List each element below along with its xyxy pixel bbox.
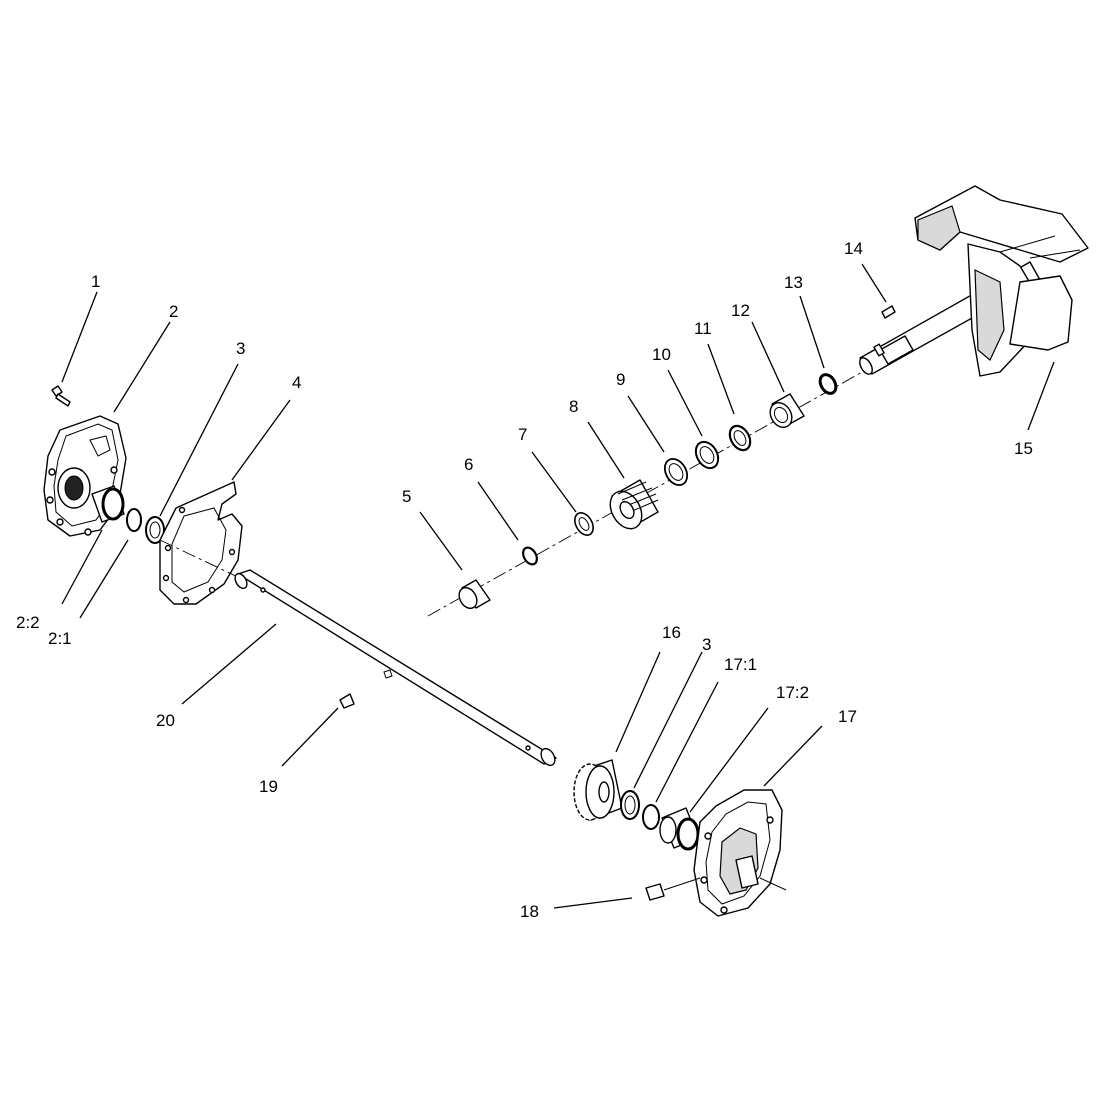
callout-2: 2 xyxy=(169,302,178,321)
part-9-washer xyxy=(663,457,689,487)
part-4-gasket xyxy=(159,481,243,605)
part-16-gear xyxy=(573,759,623,821)
callout-labels: 1 2 3 4 5 6 7 8 9 10 11 12 13 14 15 2:2 … xyxy=(16,239,1033,921)
part-2-2-bushing xyxy=(91,485,125,523)
part-20-shaft xyxy=(234,569,557,767)
callout-17-2: 17:2 xyxy=(776,683,809,702)
callout-4: 4 xyxy=(292,373,301,392)
part-10-washer xyxy=(694,440,720,470)
part-7-washer xyxy=(574,512,594,536)
callout-17: 17 xyxy=(838,707,857,726)
part-17-1-washer xyxy=(642,804,660,830)
callout-19: 19 xyxy=(259,777,278,796)
callout-18: 18 xyxy=(520,902,539,921)
part-17-2-bushing xyxy=(659,807,700,851)
part-2-1-washer xyxy=(126,508,142,532)
callout-12: 12 xyxy=(731,301,750,320)
part-17-housing xyxy=(693,789,787,917)
callout-13: 13 xyxy=(784,273,803,292)
part-3-washer-left xyxy=(145,516,165,544)
part-19-key xyxy=(339,693,355,709)
right-housing-assembly xyxy=(573,759,787,917)
callout-3-left: 3 xyxy=(236,339,245,358)
part-5-bushing xyxy=(458,579,491,610)
callout-3-right: 3 xyxy=(702,635,711,654)
part-11-washer xyxy=(728,424,752,452)
part-18-plug xyxy=(645,877,701,901)
callout-17-1: 17:1 xyxy=(724,655,757,674)
callout-9: 9 xyxy=(616,370,625,389)
leader-lines xyxy=(61,263,1055,909)
part-13-washer xyxy=(818,373,838,395)
callout-2-2: 2:2 xyxy=(16,613,40,632)
part-15-impeller xyxy=(859,185,1089,377)
callout-2-1: 2:1 xyxy=(48,629,72,648)
part-3-washer-right xyxy=(620,790,640,820)
callout-8: 8 xyxy=(569,397,578,416)
callout-7: 7 xyxy=(518,425,527,444)
callout-6: 6 xyxy=(464,455,473,474)
callout-10: 10 xyxy=(652,345,671,364)
callout-5: 5 xyxy=(402,487,411,506)
callout-16: 16 xyxy=(662,623,681,642)
part-12-bushing xyxy=(769,393,805,429)
callout-14: 14 xyxy=(844,239,863,258)
part-1-bolt xyxy=(51,385,71,407)
part-8-worm-gear xyxy=(609,479,659,530)
callout-11: 11 xyxy=(694,319,712,338)
left-housing-assembly xyxy=(43,385,243,605)
part-14-key xyxy=(881,305,896,319)
callout-15: 15 xyxy=(1014,439,1033,458)
callout-20: 20 xyxy=(156,711,175,730)
callout-1: 1 xyxy=(91,272,100,291)
upper-shaft-assembly xyxy=(427,185,1089,617)
lower-shaft-assembly xyxy=(159,539,557,767)
part-6-snap-ring xyxy=(522,546,538,566)
